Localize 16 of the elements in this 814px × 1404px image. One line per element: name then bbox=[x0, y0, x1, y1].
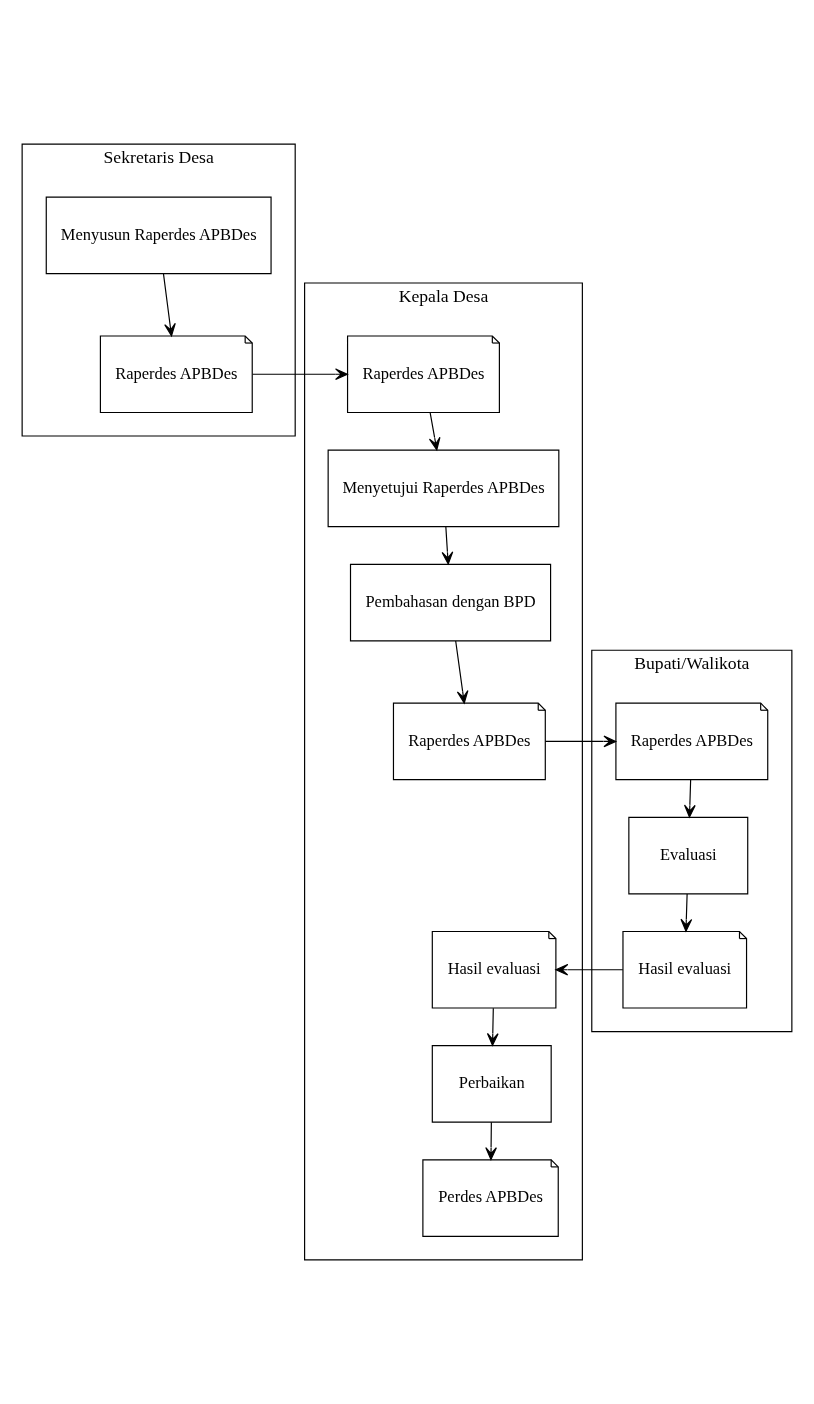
arrow bbox=[428, 412, 441, 451]
arrow bbox=[486, 1007, 499, 1046]
node-box: Pembahasan dengan BPD bbox=[349, 563, 552, 642]
arrow bbox=[683, 779, 696, 818]
arrow bbox=[544, 735, 617, 748]
arrow bbox=[680, 893, 693, 932]
arrow bbox=[485, 1121, 497, 1161]
arrow bbox=[441, 526, 454, 565]
arrow bbox=[555, 963, 624, 976]
arrow bbox=[252, 368, 348, 381]
node-box: Evaluasi bbox=[628, 816, 749, 895]
arrow bbox=[455, 640, 469, 704]
node-box: Perbaikan bbox=[431, 1045, 552, 1123]
node-box: Menyetujui Raperdes APBDes bbox=[327, 449, 560, 528]
node-box: Menyusun Raperdes APBDes bbox=[45, 196, 272, 275]
arrow bbox=[162, 273, 176, 337]
